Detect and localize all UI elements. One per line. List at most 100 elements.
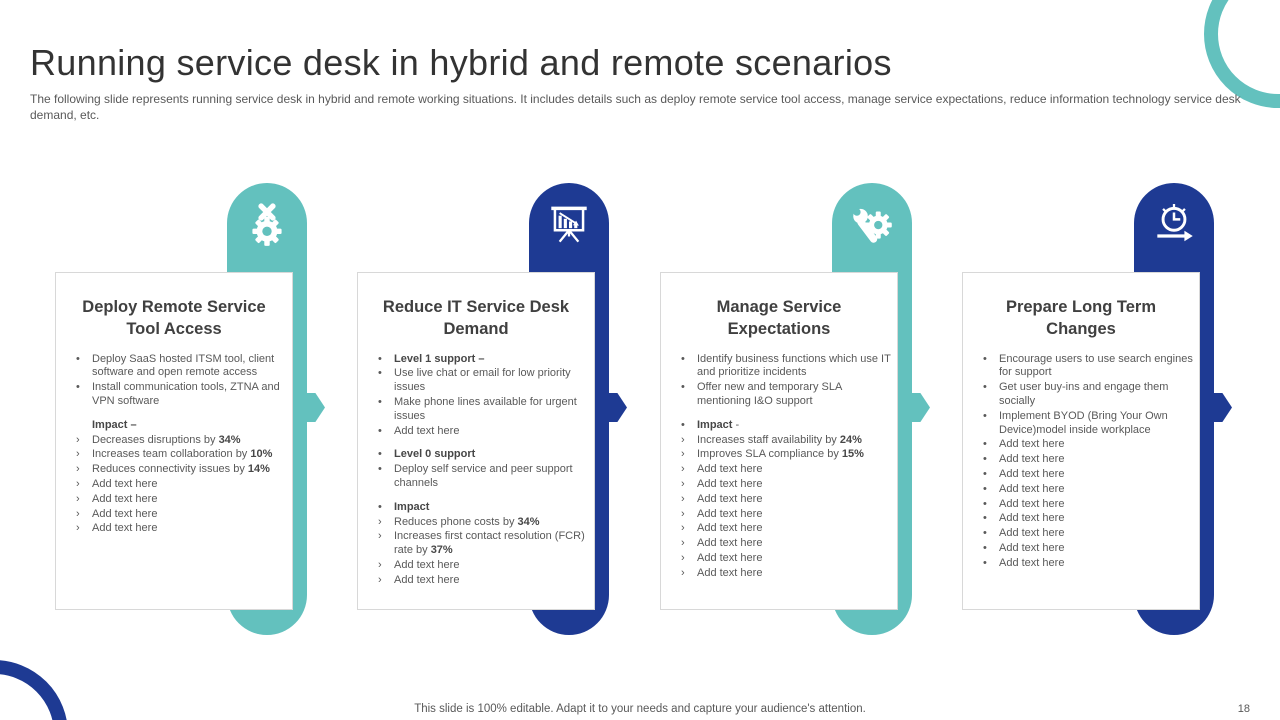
list-item: ›Decreases disruptions by 34% [76, 433, 241, 446]
list-item: •Implement BYOD (Bring Your Own Device)m… [983, 409, 1168, 436]
list-item: ›Add text here [681, 537, 763, 550]
list-item: ›Add text here [681, 551, 763, 564]
bullet-marker: › [681, 448, 685, 461]
list-item: •Install communication tools, ZTNA and V… [76, 381, 280, 407]
bullet-marker: • [983, 381, 987, 394]
list-item: •Level 0 support [378, 448, 476, 461]
list-item: ›Add text here [76, 522, 158, 535]
column-prepare-long-term-changes: Prepare Long Term Changes •Encourage use… [962, 183, 1242, 643]
slide-subtitle: The following slide represents running s… [30, 92, 1241, 123]
list-item: ›Add text here [681, 566, 763, 579]
bullet-marker: • [983, 541, 987, 554]
list-item: ›Add text here [76, 492, 158, 505]
bullet-marker: › [378, 530, 382, 543]
list-item: ›Reduces phone costs by 34% [378, 515, 540, 528]
declining-chart-presentation-icon [544, 199, 594, 249]
list-item: •Offer new and temporary SLA mentioning … [681, 381, 842, 407]
bullet-marker: • [983, 527, 987, 540]
bullet-marker: › [378, 558, 382, 571]
bullet-marker: • [681, 352, 685, 365]
list-item: •Level 1 support – [378, 352, 485, 365]
bullet-marker: › [378, 515, 382, 528]
bullet-marker: › [76, 448, 80, 461]
bullet-marker: › [681, 537, 685, 550]
bullet-marker: • [76, 352, 80, 365]
list-item: •Add text here [983, 512, 1065, 525]
list-item: •Add text here [983, 497, 1065, 510]
hand-wrench-gear-icon [847, 199, 897, 249]
list-item: •Encourage users to use search engines f… [983, 352, 1193, 379]
list-item: •Get user buy-ins and engage them social… [983, 381, 1169, 407]
card-title: Prepare Long Term Changes [1005, 298, 1157, 338]
card-list: •Identify business functions which use I… [661, 353, 897, 581]
bullet-marker: › [681, 433, 685, 446]
column-deploy-remote-service-tool-access: Deploy Remote Service Tool Access •Deplo… [55, 183, 335, 643]
flow-arrow-right-icon [1212, 393, 1232, 422]
bullet-marker: › [76, 463, 80, 476]
bullet-marker: • [378, 352, 382, 365]
card-prepare-long-term-changes: Prepare Long Term Changes •Encourage use… [962, 272, 1200, 610]
service-tools-gear-icon [242, 199, 292, 249]
bullet-marker: › [76, 433, 80, 446]
bullet-marker: • [983, 453, 987, 466]
bullet-marker: › [681, 551, 685, 564]
list-item: •Add text here [983, 527, 1065, 540]
bullet-marker: › [681, 507, 685, 520]
list-item: ›Increases team collaboration by 10% [76, 448, 273, 461]
list-item: Impact – [92, 418, 137, 431]
bullet-marker: › [378, 573, 382, 586]
bullet-marker: • [983, 512, 987, 525]
list-item: •Deploy SaaS hosted ITSM tool, client so… [76, 352, 275, 379]
bullet-marker: • [983, 352, 987, 365]
card-list: •Deploy SaaS hosted ITSM tool, client so… [56, 353, 292, 537]
list-item: ›Add text here [76, 507, 158, 520]
bullet-marker: • [378, 367, 382, 380]
list-item: ›Increases first contact resolution (FCR… [378, 530, 585, 557]
card-title: Manage Service Expectations [716, 298, 842, 338]
bullet-marker: • [378, 500, 382, 513]
bullet-marker: › [76, 522, 80, 535]
bullet-marker: • [983, 497, 987, 510]
bullet-marker: • [983, 438, 987, 451]
list-item: •Use live chat or email for low priority… [378, 367, 571, 394]
list-item: •Deploy self service and peer support ch… [378, 463, 573, 489]
list-item: ›Add text here [378, 558, 460, 571]
page-number: 18 [1237, 703, 1250, 715]
list-item: •Add text here [983, 556, 1065, 569]
bullet-marker: › [76, 477, 80, 490]
bullet-marker: • [378, 448, 382, 461]
list-item: ›Add text here [681, 507, 763, 520]
bullet-marker: • [983, 482, 987, 495]
card-reduce-it-service-desk-demand: Reduce IT Service Desk Demand •Level 1 s… [357, 272, 595, 610]
clock-forward-arrow-icon [1149, 199, 1199, 249]
list-item: ›Add text here [681, 477, 763, 490]
bullet-marker: • [983, 467, 987, 480]
bullet-marker: • [378, 395, 382, 408]
bullet-marker: › [681, 477, 685, 490]
list-item: •Add text here [983, 467, 1065, 480]
list-item: •Add text here [983, 541, 1065, 554]
bullet-marker: › [681, 522, 685, 535]
bullet-marker: › [76, 507, 80, 520]
card-title: Deploy Remote Service Tool Access [82, 298, 266, 338]
bullet-marker: • [378, 424, 382, 437]
list-item: •Add text here [983, 438, 1065, 451]
bullet-marker: › [76, 492, 80, 505]
slide-footer-note: This slide is 100% editable. Adapt it to… [414, 703, 866, 715]
slide-title: Running service desk in hybrid and remot… [30, 42, 892, 84]
list-item: •Impact [378, 500, 430, 513]
bullet-marker: • [378, 463, 382, 476]
bullet-marker: • [983, 556, 987, 569]
flow-arrow-right-icon [305, 393, 325, 422]
bullet-marker: › [681, 463, 685, 476]
list-item: •Add text here [378, 424, 460, 437]
bullet-marker: › [681, 566, 685, 579]
card-list: •Encourage users to use search engines f… [963, 353, 1199, 571]
list-item: ›Add text here [378, 573, 460, 586]
list-item: •Make phone lines available for urgent i… [378, 395, 577, 422]
card-list: •Level 1 support – •Use live chat or emai… [358, 353, 594, 588]
list-item: •Add text here [983, 482, 1065, 495]
card-title: Reduce IT Service Desk Demand [382, 298, 570, 338]
list-item: ›Add text here [681, 522, 763, 535]
